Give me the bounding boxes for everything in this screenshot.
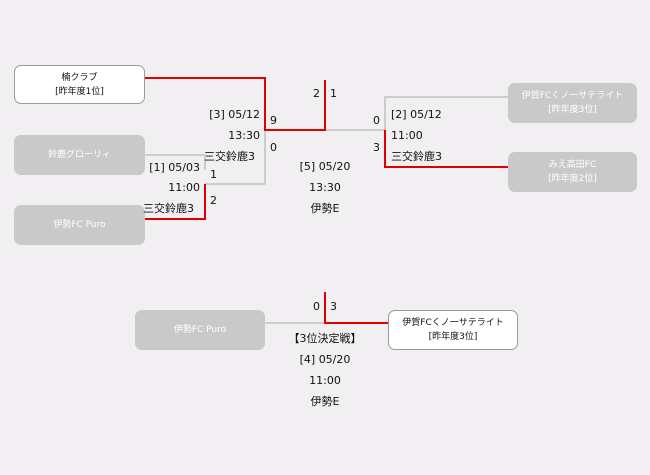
line-kusu (145, 77, 326, 131)
team-box-suzuka-glory: 鈴鹿グローリィ (14, 135, 145, 175)
match-2-score-top: 0 (373, 114, 380, 127)
line-iga-3rd (324, 292, 388, 324)
line-suzuka-glory (145, 154, 206, 170)
match-1-winner: 三交鈴鹿3 (143, 202, 194, 215)
final-label: [5] 05/20 (299, 160, 351, 173)
match-3-score-top: 9 (270, 114, 277, 127)
third-label: [4] 05/20 (299, 353, 351, 366)
final-score-right: 1 (330, 87, 337, 100)
line-iga-top (384, 96, 508, 130)
team-box-mie-takada: みえ高田FC [昨年度2位] (508, 152, 637, 192)
match-1-time: 11:00 (168, 181, 200, 194)
match-3-time: 13:30 (228, 129, 260, 142)
match-2-score-bottom: 3 (373, 141, 380, 154)
team-name: 楠クラブ (61, 72, 98, 83)
team-box-kusu: 楠クラブ [昨年度1位] (14, 65, 145, 104)
line-m1-to-m3 (205, 130, 266, 185)
third-title: 【3位決定戦】 (288, 332, 362, 345)
final-venue: 伊勢E (310, 202, 340, 215)
team-box-ise-puro-3rd: 伊勢FC Puro (135, 310, 265, 350)
match-3-score-bottom: 0 (270, 141, 277, 154)
team-box-iga-top: 伊賀FCくノ一サテライト [昨年度3位] (508, 83, 637, 123)
team-note: [昨年度3位] (428, 332, 478, 342)
team-name: 伊勢FC Puro (173, 325, 227, 335)
team-note: [昨年度2位] (548, 174, 597, 184)
match-1-score-bottom: 2 (210, 194, 217, 207)
team-note: [昨年度1位] (55, 86, 104, 97)
team-name: 伊賀FCくノ一サテライト (521, 91, 624, 101)
line-ise-puro-top (145, 184, 206, 220)
match-3-winner: 三交鈴鹿3 (204, 150, 255, 163)
team-name: みえ高田FC (548, 160, 597, 170)
match-1-score-top: 1 (210, 168, 217, 181)
line-mie-takada (384, 130, 508, 168)
final-time: 13:30 (309, 181, 341, 194)
team-name: 伊勢FC Puro (53, 220, 106, 230)
third-score-right: 3 (330, 300, 337, 313)
match-2-label: [2] 05/12 (391, 108, 442, 121)
team-box-iga-3rd: 伊賀FCくノ一サテライト [昨年度3位] (388, 310, 518, 350)
team-name: 伊賀FCくノ一サテライト (402, 318, 504, 328)
team-note: [昨年度3位] (548, 105, 597, 115)
match-1-label: [1] 05/03 (149, 161, 200, 174)
team-box-ise-puro-top: 伊勢FC Puro (14, 205, 145, 245)
match-2-winner: 三交鈴鹿3 (391, 150, 442, 163)
third-venue: 伊勢E (310, 395, 340, 408)
final-score-left: 2 (313, 87, 320, 100)
third-score-left: 0 (313, 300, 320, 313)
match-3-label: [3] 05/12 (209, 108, 260, 121)
team-name: 鈴鹿グローリィ (47, 150, 111, 160)
third-time: 11:00 (309, 374, 341, 387)
match-2-time: 11:00 (391, 129, 423, 142)
line-ise-puro-3rd (265, 313, 326, 324)
